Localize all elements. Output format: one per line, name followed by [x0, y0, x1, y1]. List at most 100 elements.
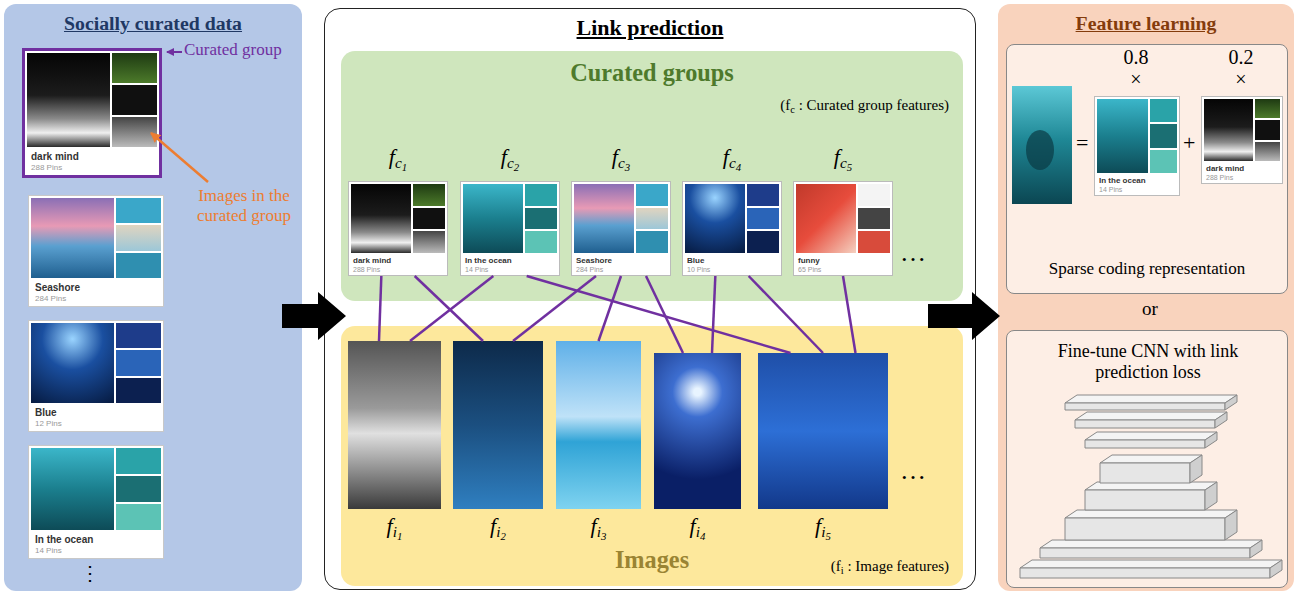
ocean-photo: [1012, 86, 1072, 204]
collage-image: [116, 225, 161, 250]
weight: 0.2: [1211, 46, 1271, 69]
collage-image: [1255, 120, 1280, 139]
collage-image: [116, 350, 161, 375]
collage-image: [463, 184, 523, 253]
flow-arrow: [282, 292, 346, 340]
annotation: Images in the curated group: [188, 186, 300, 225]
collage-column: [747, 184, 779, 253]
link-line: [599, 276, 622, 341]
collage-image: [116, 253, 161, 278]
group-collage: [31, 198, 161, 278]
group-title: Seashore: [576, 256, 612, 265]
operator: =: [1076, 130, 1088, 155]
collage-image: [116, 448, 161, 474]
link-line: [712, 276, 715, 353]
pin-count: 14 Pins: [1099, 186, 1122, 194]
band-title: Curated groups: [341, 59, 963, 87]
link-line: [415, 276, 483, 341]
method-caption: Sparse coding representation: [1007, 259, 1287, 279]
cnn-layer: [1020, 568, 1270, 578]
collage-image: [351, 184, 411, 253]
collage-image: [1097, 99, 1148, 173]
collage-image: [685, 184, 745, 253]
collage-image: [747, 184, 779, 206]
collage-image: [747, 208, 779, 230]
image-node: fi1: [348, 341, 441, 509]
collage-column: [116, 323, 161, 403]
cnn-layer: [1270, 560, 1282, 578]
collage-image: [796, 184, 856, 253]
group-title: funny: [798, 256, 820, 265]
operator: ×: [1106, 68, 1166, 91]
collage-column: [858, 184, 890, 253]
cnn-illustration: [1020, 395, 1282, 578]
cnn-layer: [1085, 432, 1217, 440]
pin-count: 65 Pins: [798, 266, 821, 274]
group-thumbnail: fc4Blue10 Pins: [682, 181, 782, 276]
cnn-layer: [1250, 540, 1262, 558]
cnn-layer: [1085, 490, 1205, 510]
group-title: In the ocean: [465, 256, 512, 265]
collage-image: [1150, 124, 1177, 147]
panel-title: Socially curated data: [4, 12, 302, 35]
operator: ×: [1211, 68, 1271, 91]
collage-image: [31, 448, 114, 530]
collage-image: [858, 184, 890, 206]
collage-image: [636, 184, 668, 206]
cnn-layer: [1075, 412, 1227, 420]
group-band: Curated groups(fc : Curated group featur…: [341, 51, 963, 301]
collage-image: [112, 117, 157, 147]
method-caption: Fine-tune CNN with link prediction loss: [1048, 341, 1248, 382]
cnn-layer: [1225, 510, 1237, 540]
image-band: Images(fi : Image features)fi1fi2fi3fi4f…: [341, 326, 963, 586]
collage-column: [112, 53, 157, 147]
pin-count: 12 Pins: [35, 419, 62, 428]
collage-image: [112, 85, 157, 115]
curated-group-card: Blue12 Pins: [28, 320, 164, 432]
collage-image: [1150, 150, 1177, 173]
cnn-layer: [1065, 518, 1225, 540]
group-collage: [574, 184, 668, 253]
cnn-layer: [1205, 432, 1217, 448]
collage-image: [525, 184, 557, 206]
cnn-layer: [1215, 412, 1227, 428]
link-line: [646, 276, 683, 353]
group-title: In the ocean: [35, 534, 93, 546]
continuation-mark: ⋮: [80, 562, 100, 585]
collage-image: [858, 231, 890, 253]
leader-line: [151, 133, 208, 182]
group-collage: [1097, 99, 1177, 173]
collage-image: [1255, 99, 1280, 118]
curated-group-card: In the ocean14 Pins: [28, 445, 164, 559]
collage-image: [27, 53, 110, 147]
group-collage: [685, 184, 779, 253]
flow-arrow: [928, 292, 1000, 340]
collage-image: [413, 208, 445, 230]
connector-word: or: [1100, 298, 1200, 320]
cnn-layer: [1085, 440, 1205, 448]
link-line: [843, 276, 856, 353]
feature-symbol: fc5: [794, 144, 892, 169]
group-collage: [1204, 99, 1280, 161]
feature-symbol: fc2: [461, 144, 559, 169]
collage-image: [747, 231, 779, 253]
collage-image: [31, 323, 114, 403]
group-thumbnail: dark mind288 Pins: [1201, 96, 1283, 184]
feature-symbol: fc3: [572, 144, 670, 169]
cnn-layer: [1100, 455, 1202, 463]
collage-image: [112, 53, 157, 83]
collage-column: [525, 184, 557, 253]
group-collage: [27, 53, 157, 147]
panel: Socially curated datadark mind288 PinsSe…: [4, 4, 302, 591]
panel-title: Link prediction: [325, 15, 975, 40]
group-title: Blue: [35, 407, 57, 419]
group-title: dark mind: [31, 151, 79, 163]
cnn-layer: [1225, 395, 1237, 410]
collage-column: [116, 448, 161, 530]
link-line: [379, 276, 381, 341]
collage-image: [116, 378, 161, 403]
collage-image: [116, 504, 161, 530]
collage-column: [636, 184, 668, 253]
annotation: Curated group: [184, 40, 282, 60]
